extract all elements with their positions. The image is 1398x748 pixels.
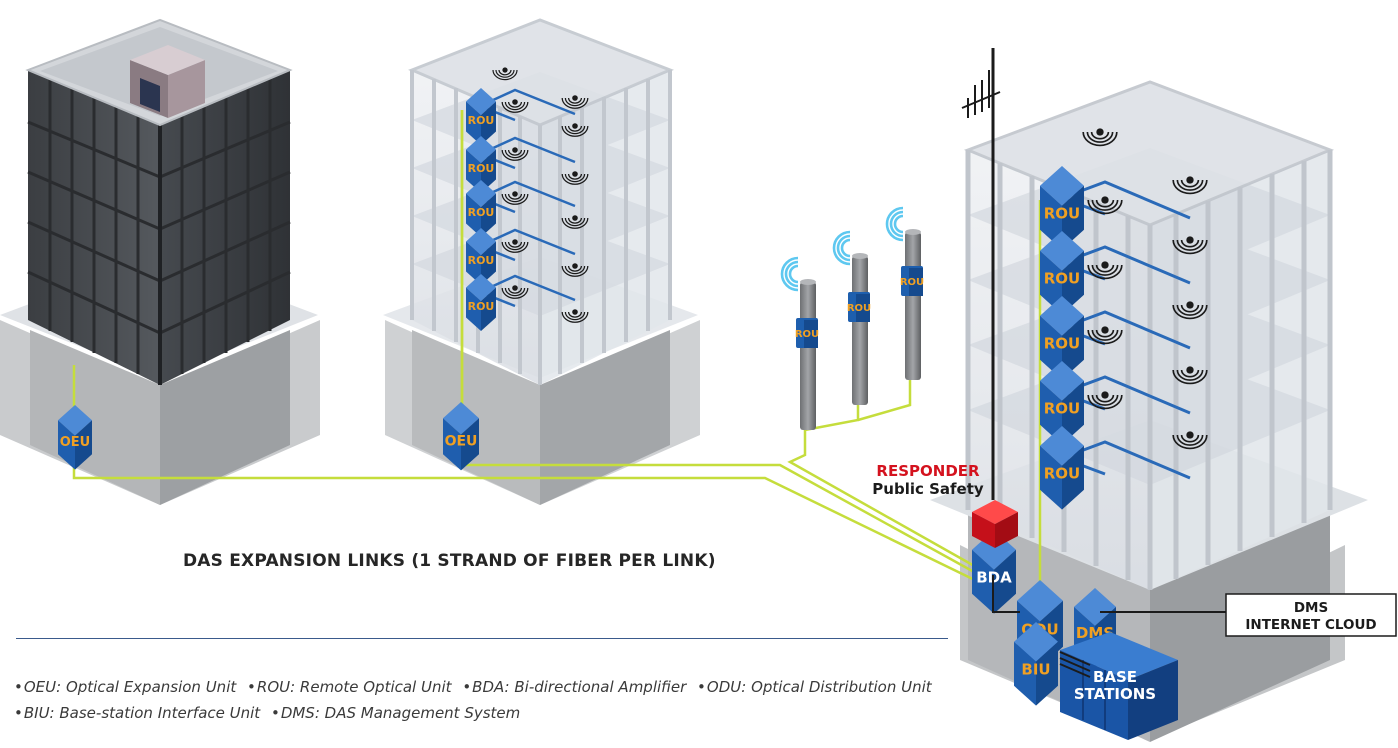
base-stations-label-line2: STATIONS: [1074, 685, 1156, 703]
small-cell-poles: ROU ROU ROU: [780, 206, 924, 430]
rou-unit-building-3-4: ROU: [1040, 361, 1084, 445]
ceiling-antenna-icon: [561, 215, 589, 229]
pole-shaft: [852, 256, 868, 405]
biu-unit: BIU: [1014, 622, 1058, 706]
ceiling-antenna-icon: [501, 239, 529, 253]
ceiling-antenna-icon: [1087, 391, 1123, 410]
signal-wave-icon: [889, 210, 904, 238]
ceiling-antenna-icon: [1087, 261, 1123, 280]
legend-item-dms: DMS: DAS Management System: [271, 704, 520, 722]
signal-wave-icon: [840, 238, 851, 258]
rou-unit-building-2-3: ROU: [466, 180, 496, 237]
public-safety-label: Public Safety: [872, 480, 984, 498]
signal-wave-icon: [780, 256, 799, 292]
signal-wave-icon: [784, 260, 799, 288]
signal-wave-icon: [832, 230, 851, 266]
ceiling-antenna-icon: [561, 263, 589, 277]
rou-unit-building-2-2-label: ROU: [468, 162, 495, 175]
rou-unit-building-3-1-label: ROU: [1044, 204, 1080, 222]
cloud-label-line2: INTERNET CLOUD: [1245, 617, 1376, 633]
pole-rou-label: ROU: [847, 303, 871, 314]
pole-rou-label: ROU: [900, 277, 924, 288]
pole-shaft: [800, 282, 816, 430]
bda-unit-label: BDA: [976, 568, 1012, 586]
rou-unit-building-3-2-label: ROU: [1044, 269, 1080, 287]
legend-item-odu: ODU: Optical Distribution Unit: [697, 678, 932, 696]
ceiling-antenna-icon: [1082, 128, 1118, 147]
signal-wave-icon: [836, 234, 851, 262]
legend-item-bda: BDA: Bi-directional Amplifier: [462, 678, 686, 696]
signal-wave-icon: [885, 206, 904, 242]
expansion-links-title: DAS EXPANSION LINKS (1 STRAND OF FIBER P…: [183, 551, 716, 571]
building-2: [383, 18, 700, 505]
legend-item-oeu: OEU: Optical Expansion Unit: [14, 678, 236, 696]
rou-unit-building-2-2: ROU: [466, 136, 496, 193]
building-3: [930, 80, 1368, 742]
oeu-unit-building-1-label: OEU: [60, 435, 91, 450]
divider: [16, 638, 948, 639]
pole-shaft: [905, 232, 921, 380]
rou-unit-building-3-5-label: ROU: [1044, 464, 1080, 482]
responder-box: [972, 500, 1018, 548]
ceiling-antenna-icon: [561, 309, 589, 323]
base-stations-label-line1: BASE: [1093, 668, 1137, 686]
biu-unit-label: BIU: [1021, 660, 1050, 678]
pole-rou-label: ROU: [795, 329, 819, 340]
rou-unit-building-3-3-label: ROU: [1044, 334, 1080, 352]
ceiling-antenna-icon: [1172, 431, 1208, 450]
oeu-unit-building-2: OEU: [443, 402, 479, 471]
ceiling-antenna-icon: [1172, 301, 1208, 320]
rou-unit-building-3-1: ROU: [1040, 166, 1084, 250]
dms-internet-cloud-box: DMS INTERNET CLOUD: [1225, 593, 1397, 637]
signal-wave-icon: [893, 214, 904, 234]
rou-unit-building-2-3-label: ROU: [468, 206, 495, 219]
rou-unit-building-2-4: ROU: [466, 228, 496, 285]
rou-unit-building-2-5: ROU: [466, 274, 496, 331]
rou-unit-building-3-4-label: ROU: [1044, 399, 1080, 417]
rou-unit-building-3-3: ROU: [1040, 296, 1084, 380]
pole-1: ROU: [780, 256, 819, 430]
legend-line-2: BIU: Base-station Interface Unit DMS: DA…: [14, 704, 526, 722]
ceiling-antenna-icon: [501, 147, 529, 161]
legend-line-1: OEU: Optical Expansion Unit ROU: Remote …: [14, 678, 938, 696]
rou-unit-building-3-5: ROU: [1040, 426, 1084, 510]
oeu-unit-building-2-label: OEU: [445, 433, 478, 449]
building-1: [0, 18, 320, 505]
ceiling-antenna-icon: [1172, 176, 1208, 195]
ceiling-antenna-icon: [561, 95, 589, 109]
ceiling-antenna-icon: [1172, 236, 1208, 255]
oeu-unit-building-1: OEU: [58, 405, 92, 470]
ceiling-antenna-icon: [492, 67, 518, 81]
ceiling-antenna-icon: [501, 191, 529, 205]
coax-links: [992, 575, 1226, 678]
ceiling-antenna-icon: [501, 99, 529, 113]
ceiling-antenna-icon: [561, 123, 589, 137]
legend-item-rou: ROU: Remote Optical Unit: [247, 678, 452, 696]
responder-label: RESPONDER: [876, 462, 980, 480]
rou-unit-building-2-1: ROU: [466, 88, 496, 145]
ceiling-antenna-icon: [1172, 366, 1208, 385]
signal-wave-icon: [788, 264, 799, 284]
cloud-label-line1: DMS: [1294, 600, 1328, 616]
pole-3: ROU: [885, 206, 924, 380]
rou-unit-building-3-2: ROU: [1040, 231, 1084, 315]
pole-2: ROU: [832, 230, 871, 405]
ceiling-antenna-icon: [561, 171, 589, 185]
ceiling-antenna-icon: [1087, 326, 1123, 345]
ceiling-antennas: [492, 67, 1208, 450]
base-stations: BASE STATIONS: [1060, 632, 1178, 740]
rou-unit-building-2-5-label: ROU: [468, 300, 495, 313]
ceiling-antenna-icon: [501, 285, 529, 299]
legend-item-biu: BIU: Base-station Interface Unit: [14, 704, 260, 722]
fiber-link-poles: [787, 430, 986, 574]
ceiling-antenna-icon: [1087, 196, 1123, 215]
rooftop-antenna: [961, 48, 1001, 500]
rou-unit-building-2-4-label: ROU: [468, 254, 495, 267]
rou-unit-building-2-1-label: ROU: [468, 114, 495, 127]
